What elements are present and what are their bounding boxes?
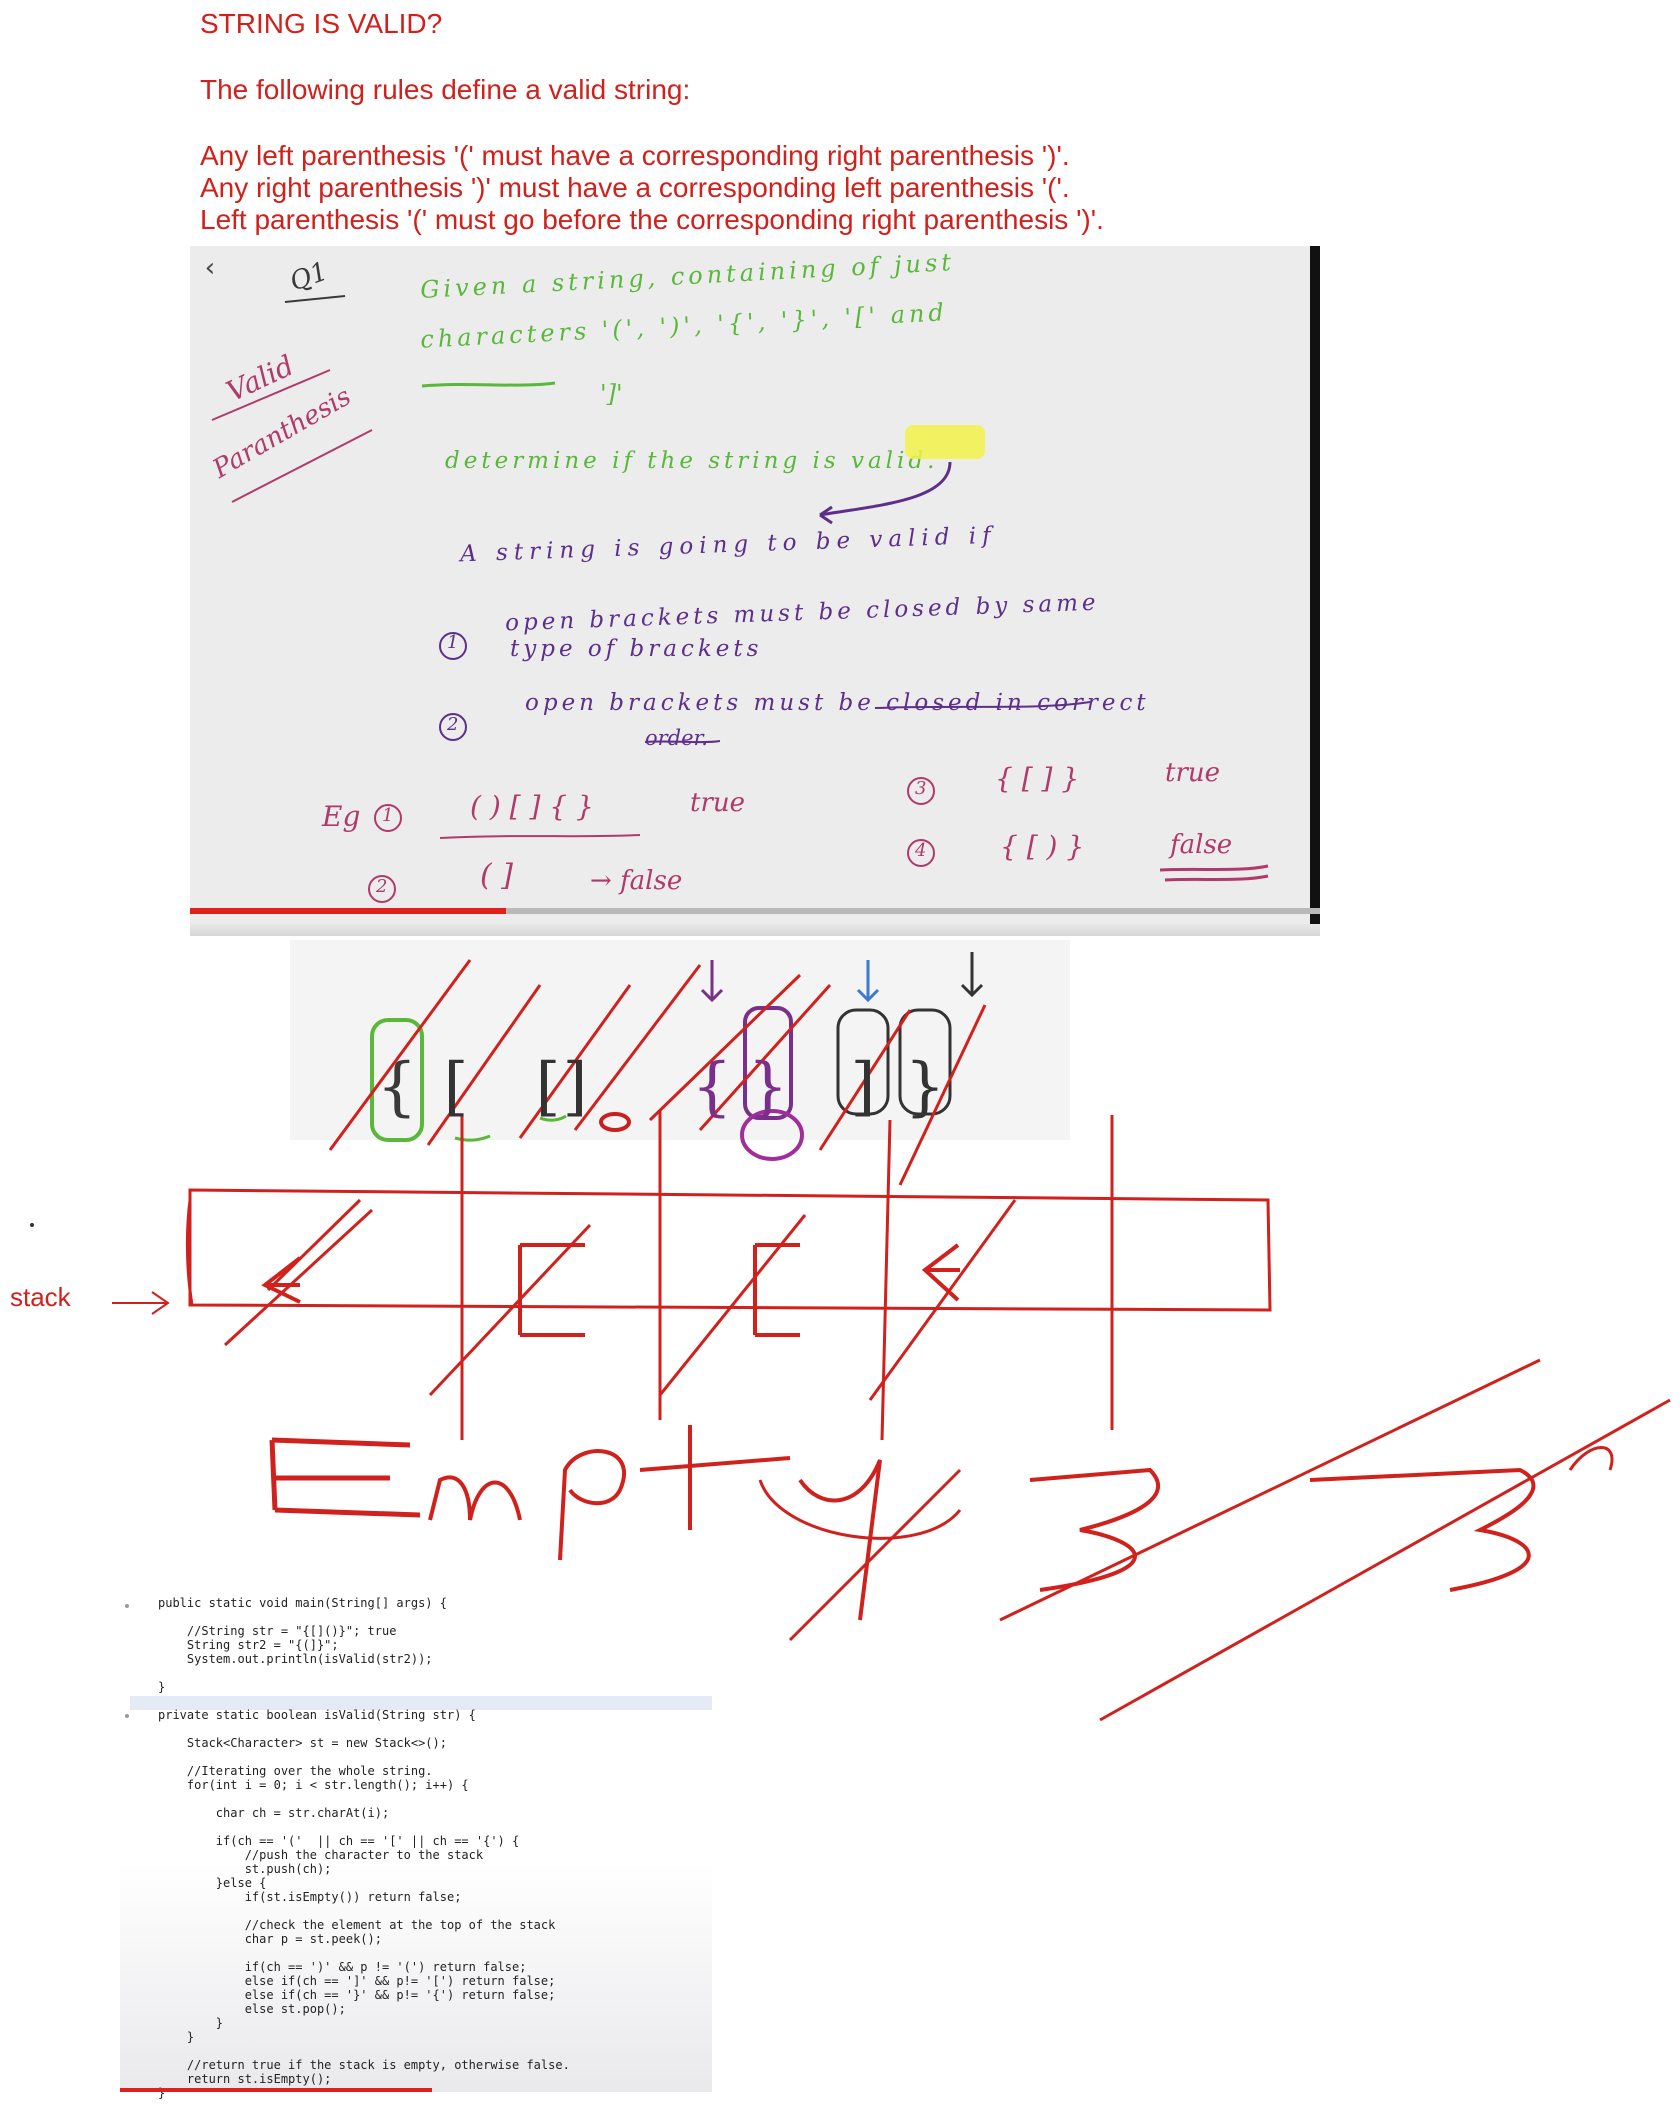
example-result: false: [1170, 830, 1233, 860]
bracket-char: ]: [851, 1050, 876, 1124]
stack-label: stack: [10, 1282, 71, 1312]
code-progress-bar: [120, 2088, 432, 2092]
code-panel: [120, 1582, 712, 2092]
back-button[interactable]: ‹: [192, 250, 228, 286]
gutter-marker: [125, 1714, 129, 1718]
note-line: determine if the string is valid.: [445, 448, 939, 474]
bracket-char: }: [905, 1050, 946, 1124]
bullet-dot: [30, 1223, 34, 1227]
bracket-char: ]: [563, 1050, 588, 1124]
example-result: true: [1165, 758, 1221, 788]
valid-highlight: [905, 425, 985, 459]
chevron-left-icon: ‹: [204, 253, 216, 283]
rule-item: Any right parenthesis ')' must have a co…: [200, 172, 1070, 203]
condition-number: 1: [447, 632, 459, 653]
rules-intro: The following rules define a valid strin…: [200, 74, 691, 105]
gutter-marker: [125, 1604, 129, 1608]
condition-text: order.: [645, 726, 708, 750]
bracket-char: [: [444, 1050, 469, 1124]
condition-text: open brackets must be closed in correct: [525, 690, 1150, 716]
bracket-char: [: [536, 1050, 561, 1124]
example-string: ( ]: [480, 858, 513, 893]
example-string: { [ ) }: [1000, 830, 1085, 863]
page-title: STRING IS VALID?: [200, 8, 443, 39]
rule-item: Any left parenthesis '(' must have a cor…: [200, 140, 1070, 171]
bracket-char: {: [692, 1050, 733, 1124]
example-result: true: [690, 788, 746, 818]
example-result: → false: [590, 866, 683, 896]
example-number: 3: [915, 778, 927, 799]
example-label: Eg: [322, 800, 361, 833]
code-line-highlight: [130, 1696, 712, 1710]
example-string: ( ) [ ] { }: [470, 790, 594, 823]
video-progress-fill: [190, 908, 507, 914]
example-number: 2: [376, 876, 388, 897]
example-string: { [ ] }: [995, 762, 1080, 795]
condition-number: 2: [447, 714, 459, 735]
lecture-video-frame[interactable]: [190, 246, 1320, 936]
video-progress-track[interactable]: [190, 908, 1320, 914]
bracket-char: {: [377, 1050, 418, 1124]
video-controls-strip: [190, 924, 1320, 936]
example-number: 4: [915, 840, 927, 861]
note-line: ']': [600, 380, 623, 408]
example-number: 1: [382, 805, 394, 826]
video-edge: [1310, 246, 1320, 936]
condition-text: type of brackets: [510, 636, 763, 662]
rule-item: Left parenthesis '(' must go before the …: [200, 204, 1104, 235]
bracket-char: }: [748, 1050, 789, 1124]
code-listing: public static void main(String[] args) {…: [158, 1596, 570, 2100]
